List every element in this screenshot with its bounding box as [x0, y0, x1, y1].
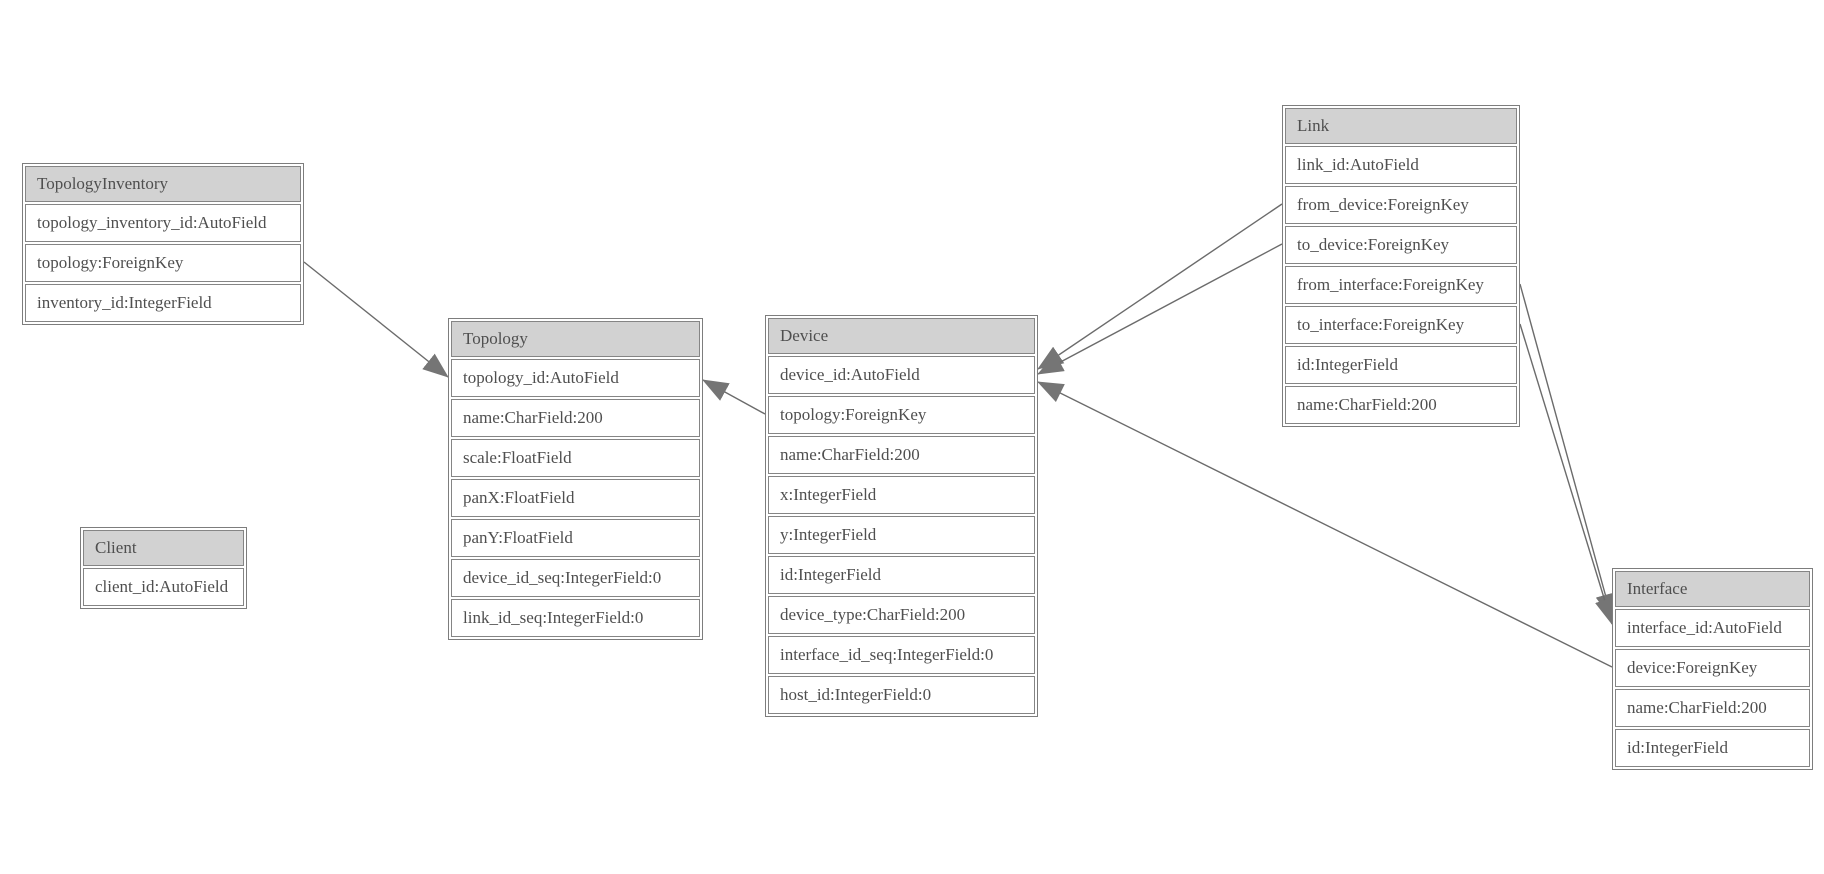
relation-line	[1037, 243, 1283, 375]
entity-field-row: interface_id:AutoField	[1615, 609, 1810, 647]
entity-header: Interface	[1615, 571, 1810, 607]
entity-field-row: topology_id:AutoField	[451, 359, 700, 397]
entity-field-row: link_id_seq:IntegerField:0	[451, 599, 700, 637]
entity-field-row: topology:ForeignKey	[25, 244, 301, 282]
entity-field-row: scale:FloatField	[451, 439, 700, 477]
entity-field-row: device_id_seq:IntegerField:0	[451, 559, 700, 597]
entity-field-row: panX:FloatField	[451, 479, 700, 517]
entity-field-row: name:CharField:200	[451, 399, 700, 437]
entity-field-row: id:IntegerField	[1615, 729, 1810, 767]
relation-line	[1519, 283, 1616, 620]
entity-field-row: panY:FloatField	[451, 519, 700, 557]
entity-header: Client	[83, 530, 244, 566]
entity-field-row: name:CharField:200	[1285, 386, 1517, 424]
entity-field-row: device_id:AutoField	[768, 356, 1035, 394]
entity-field-row: id:IntegerField	[1285, 346, 1517, 384]
entity-header: TopologyInventory	[25, 166, 301, 202]
entity-header: Topology	[451, 321, 700, 357]
relation-line	[702, 379, 766, 415]
entity-field-row: y:IntegerField	[768, 516, 1035, 554]
entity-header: Device	[768, 318, 1035, 354]
entity-header: Link	[1285, 108, 1517, 144]
entity-field-row: host_id:IntegerField:0	[768, 676, 1035, 714]
entity-field-row: interface_id_seq:IntegerField:0	[768, 636, 1035, 674]
entity-field-row: device_type:CharField:200	[768, 596, 1035, 634]
entity-field-row: to_interface:ForeignKey	[1285, 306, 1517, 344]
entity-field-row: inventory_id:IntegerField	[25, 284, 301, 322]
entity-field-row: from_interface:ForeignKey	[1285, 266, 1517, 304]
entity-field-row: topology:ForeignKey	[768, 396, 1035, 434]
entity-field-row: to_device:ForeignKey	[1285, 226, 1517, 264]
relation-line	[1037, 203, 1283, 370]
entity-field-row: link_id:AutoField	[1285, 146, 1517, 184]
entity-field-row: client_id:AutoField	[83, 568, 244, 606]
entity-field-row: from_device:ForeignKey	[1285, 186, 1517, 224]
entity-field-row: id:IntegerField	[768, 556, 1035, 594]
entity-field-row: name:CharField:200	[768, 436, 1035, 474]
entity-field-row: name:CharField:200	[1615, 689, 1810, 727]
relation-line	[303, 261, 449, 378]
relation-line	[1519, 323, 1615, 625]
entity-field-row: x:IntegerField	[768, 476, 1035, 514]
entity-field-row: device:ForeignKey	[1615, 649, 1810, 687]
entity-field-row: topology_inventory_id:AutoField	[25, 204, 301, 242]
